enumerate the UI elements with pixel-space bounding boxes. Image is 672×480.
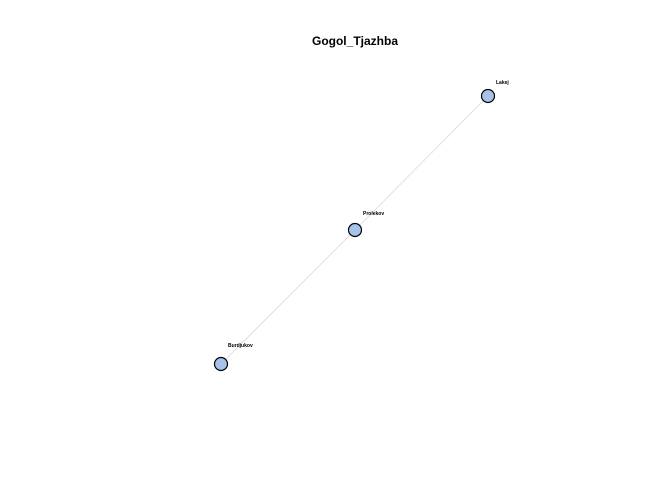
edge-burdjukov-prolekov <box>220 229 356 365</box>
node-prolekov[interactable]: Prolekov <box>347 211 385 238</box>
node-burdjukov-circle[interactable] <box>213 356 229 372</box>
edges-layer <box>220 95 489 365</box>
nodes-layer: Lakej Prolekov Burdjukov <box>213 80 510 372</box>
node-burdjukov-label: Burdjukov <box>228 343 253 349</box>
node-prolekov-label: Prolekov <box>363 211 384 217</box>
edge-prolekov-lakej <box>354 95 489 231</box>
node-prolekov-circle[interactable] <box>347 222 363 238</box>
node-burdjukov[interactable]: Burdjukov <box>213 343 253 372</box>
graph-title: Gogol_Tjazhba <box>312 34 398 48</box>
node-lakej-circle[interactable] <box>480 88 496 104</box>
node-lakej[interactable]: Lakej <box>480 80 510 104</box>
node-lakej-label: Lakej <box>496 80 509 86</box>
